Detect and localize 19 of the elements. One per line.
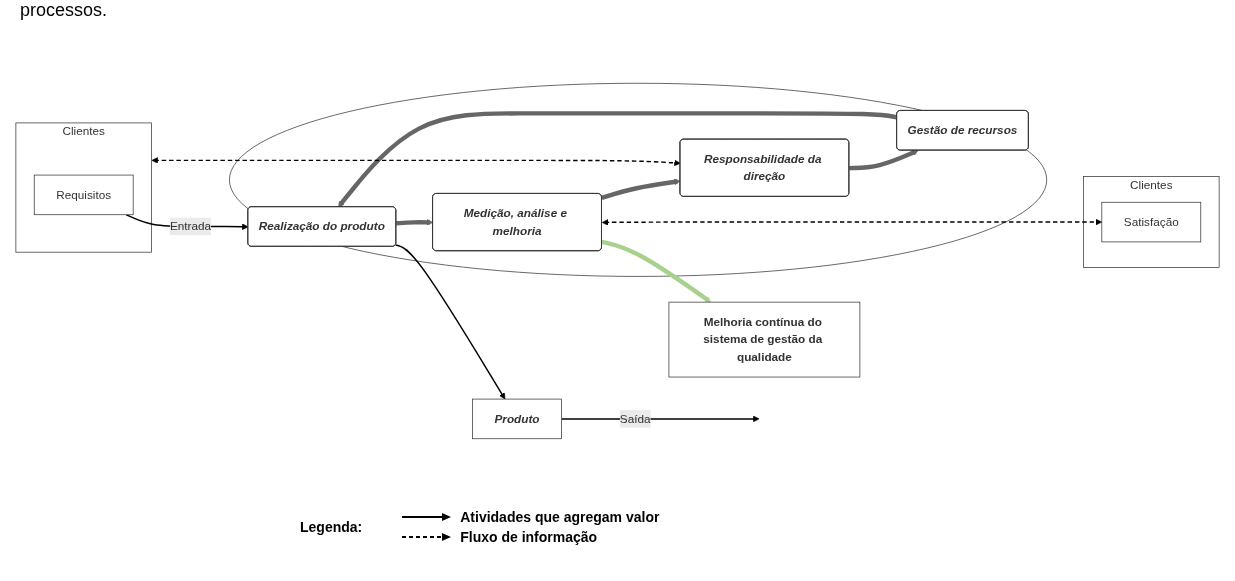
arrow xyxy=(338,111,898,208)
arrow xyxy=(151,157,681,167)
node-box: Melhoria contínua do sistema de gestão da qualidade xyxy=(668,301,861,378)
node-box: Satisfação xyxy=(1101,201,1202,243)
node-box: Requisitos xyxy=(33,174,134,216)
node-box: Produto xyxy=(472,398,562,440)
legend-text: Atividades que agregam valor xyxy=(460,509,660,525)
edge-label: Saída xyxy=(619,412,651,425)
arrow xyxy=(601,239,712,303)
cluster xyxy=(229,82,1048,277)
arrow xyxy=(849,149,919,171)
arrow xyxy=(394,244,506,400)
arrow xyxy=(601,218,1103,226)
edge-label: Entrada xyxy=(169,219,212,233)
arrow xyxy=(601,178,681,200)
legend-text: Fluxo de informação xyxy=(460,529,598,545)
legend-title: Legenda: xyxy=(300,519,363,535)
arrow xyxy=(396,219,434,226)
text-fragment: processos. xyxy=(20,0,108,21)
